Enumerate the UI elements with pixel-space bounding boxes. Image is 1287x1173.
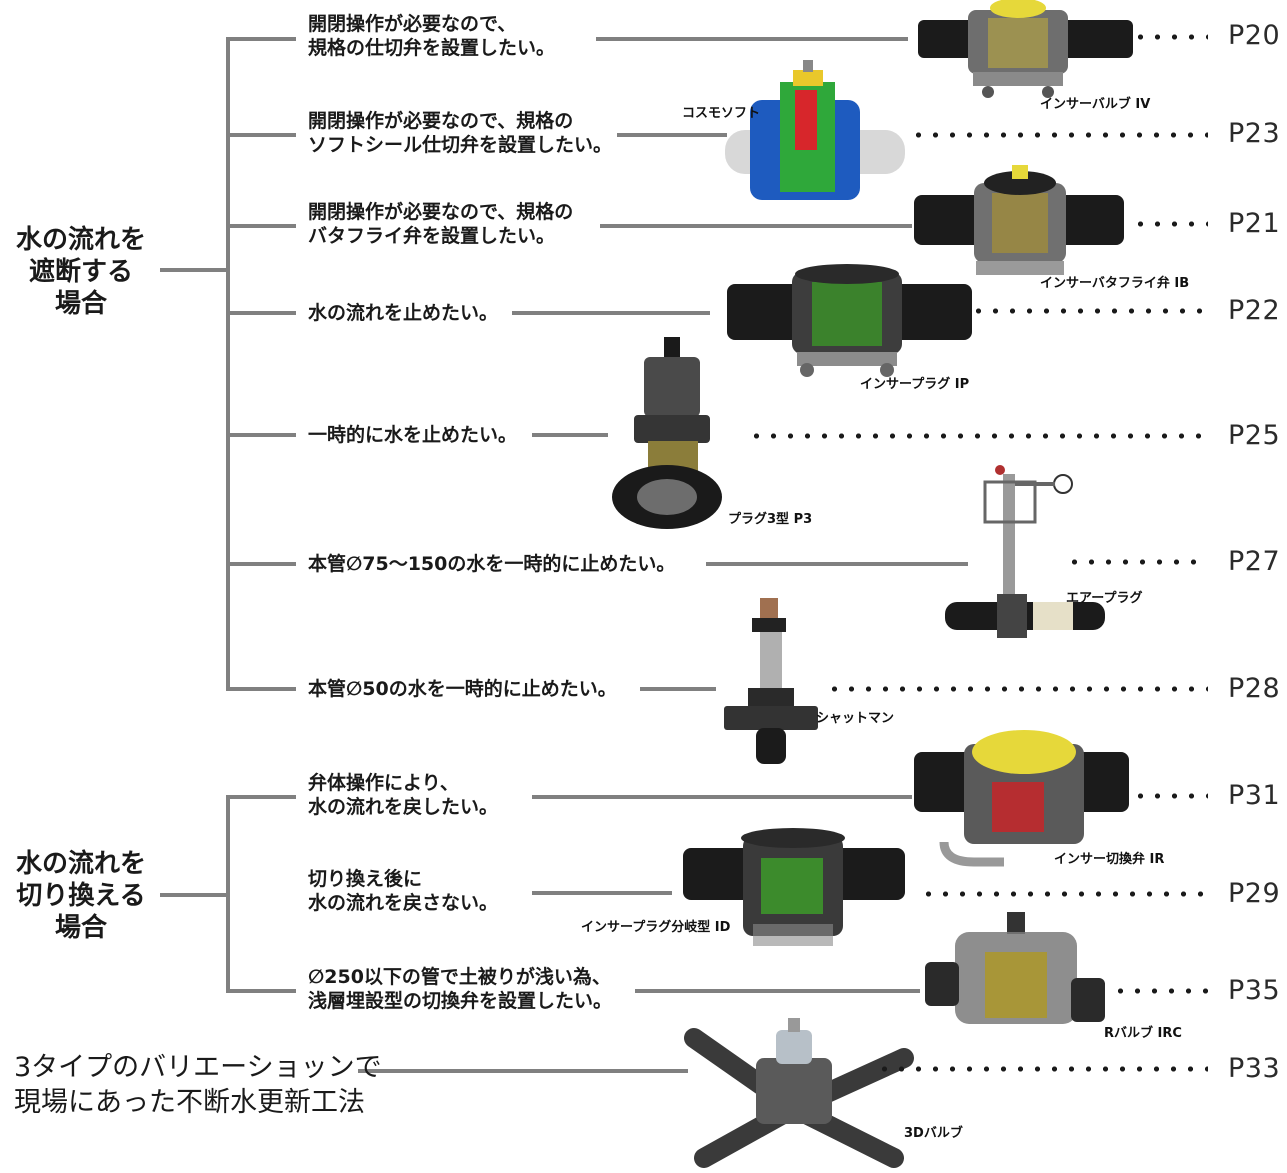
product-caption: Rバルブ IRC <box>1104 1026 1182 1041</box>
connector-line <box>532 433 608 437</box>
product-caption: インサーバタフライ弁 IB <box>1040 276 1190 291</box>
leader-dots <box>920 891 1208 897</box>
tree-trunk <box>226 37 230 691</box>
leader-dots <box>1112 988 1208 994</box>
tree-branch <box>226 433 296 437</box>
page-reference[interactable]: P20 <box>1228 20 1281 51</box>
tree-branch <box>226 37 296 41</box>
page-reference[interactable]: P23 <box>1228 118 1281 149</box>
tree-trunk <box>226 795 230 993</box>
connector-line <box>600 224 912 228</box>
leader-dots <box>970 308 1208 314</box>
tree-branch <box>226 224 296 228</box>
page-reference[interactable]: P29 <box>1228 878 1281 909</box>
connector-line <box>532 795 912 799</box>
product-image-inser-plug-branch <box>683 828 905 946</box>
leader-dots <box>1132 221 1208 227</box>
product-image-shutman <box>724 598 818 764</box>
tree-connector <box>160 268 228 272</box>
leader-dots <box>826 686 1208 692</box>
product-caption: インサーバルブ IV <box>1040 97 1151 112</box>
question-text: 開閉操作が必要なので、規格の仕切弁を設置したい。 <box>308 13 556 59</box>
product-caption: 3Dバルブ <box>904 1126 963 1141</box>
tree-branch <box>226 133 296 137</box>
connector-line <box>532 891 672 895</box>
product-caption: コスモソフト <box>682 106 761 121</box>
question-text: 水の流れを止めたい。 <box>308 302 499 324</box>
leader-dots <box>1132 793 1208 799</box>
page-reference[interactable]: P22 <box>1228 295 1281 326</box>
tree-branch <box>226 795 296 799</box>
category-switch: 水の流れを切り換える場合 <box>6 848 156 944</box>
page-reference[interactable]: P27 <box>1228 546 1281 577</box>
product-caption: プラグ3型 P3 <box>728 512 813 527</box>
category-label: 水の流れを切り換える場合 <box>15 849 146 943</box>
connector-line <box>635 989 920 993</box>
leader-dots <box>1066 559 1208 565</box>
connector-line <box>706 562 968 566</box>
connector-line <box>596 37 908 41</box>
question-text: 本管∅75〜150の水を一時的に止めたい。 <box>308 553 676 575</box>
page-reference[interactable]: P28 <box>1228 673 1281 704</box>
question-text: 開閉操作が必要なので、規格のソフトシール仕切弁を設置したい。 <box>308 110 613 156</box>
tree-connector <box>160 893 228 897</box>
product-caption: インサープラグ IP <box>860 377 970 392</box>
question-text: 切り換え後に水の流れを戻さない。 <box>308 868 499 914</box>
product-caption: エアープラグ <box>1066 591 1143 606</box>
page-reference[interactable]: P33 <box>1228 1053 1281 1084</box>
product-caption: シャットマン <box>816 711 895 726</box>
page-reference[interactable]: P25 <box>1228 420 1281 451</box>
tree-branch <box>226 311 296 315</box>
question-text: 本管∅50の水を一時的に止めたい。 <box>308 678 617 700</box>
product-image-air-plug <box>945 465 1105 638</box>
product-image-inser-plug <box>727 264 972 377</box>
question-text: 弁体操作により、水の流れを戻したい。 <box>308 772 499 818</box>
tree-branch <box>226 687 296 691</box>
tree-branch <box>226 562 296 566</box>
product-image-cosmo-soft <box>725 60 905 200</box>
product-image-inser-valve <box>918 0 1133 98</box>
page-reference[interactable]: P35 <box>1228 975 1281 1006</box>
question-text: ∅250以下の管で土被りが浅い為、浅層埋設型の切換弁を設置したい。 <box>308 966 613 1012</box>
tree-branch <box>226 989 296 993</box>
question-text: 一時的に水を止めたい。 <box>308 424 518 446</box>
connector-line <box>640 687 716 691</box>
category-shutoff: 水の流れを遮断する場合 <box>6 224 156 320</box>
product-image-r-valve <box>925 912 1105 1024</box>
product-caption: インサープラグ分岐型 ID <box>581 920 731 935</box>
category-3d: 3タイプのバリエーショッンで現場にあった不断水更新工法 <box>14 1050 382 1120</box>
category-label: 水の流れを遮断する場合 <box>15 225 146 319</box>
category-label: 3タイプのバリエーショッンで現場にあった不断水更新工法 <box>14 1052 382 1118</box>
connector-line <box>358 1069 688 1073</box>
leader-dots <box>876 1066 1208 1072</box>
connector-line <box>512 311 710 315</box>
connector-line <box>617 133 727 137</box>
product-image-inser-switch <box>914 730 1129 867</box>
product-image-3d-valve <box>684 1018 914 1168</box>
leader-dots <box>1132 34 1208 40</box>
product-image-plug3 <box>612 337 722 529</box>
page-reference[interactable]: P21 <box>1228 208 1281 239</box>
leader-dots <box>910 132 1208 138</box>
product-image-inser-butterfly <box>914 165 1124 275</box>
question-text: 開閉操作が必要なので、規格のバタフライ弁を設置したい。 <box>308 201 574 247</box>
product-caption: インサー切換弁 IR <box>1054 852 1165 867</box>
page-reference[interactable]: P31 <box>1228 780 1281 811</box>
leader-dots <box>748 433 1208 439</box>
